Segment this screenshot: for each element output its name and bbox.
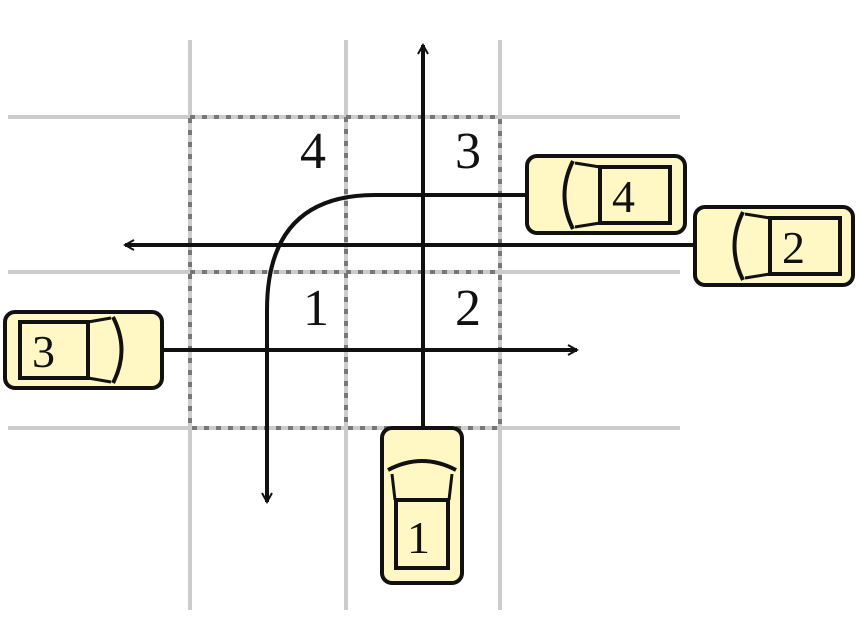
region-label-2: 2 [455, 280, 481, 337]
car-4: 4 [525, 154, 687, 235]
region-label-4: 4 [300, 123, 326, 180]
intersection-grid [188, 115, 502, 430]
car-2-label: 2 [782, 222, 805, 273]
car-2: 2 [693, 205, 855, 287]
car-1: 1 [380, 426, 464, 585]
region-label-3: 3 [455, 123, 481, 180]
car-1-label: 1 [407, 512, 430, 563]
car-3: 3 [3, 310, 164, 390]
trajectory-car-4 [267, 193, 527, 502]
region-label-1: 1 [303, 280, 329, 337]
car-4-label: 4 [612, 171, 635, 222]
trajectories [125, 45, 695, 502]
car-3-label: 3 [32, 326, 55, 377]
